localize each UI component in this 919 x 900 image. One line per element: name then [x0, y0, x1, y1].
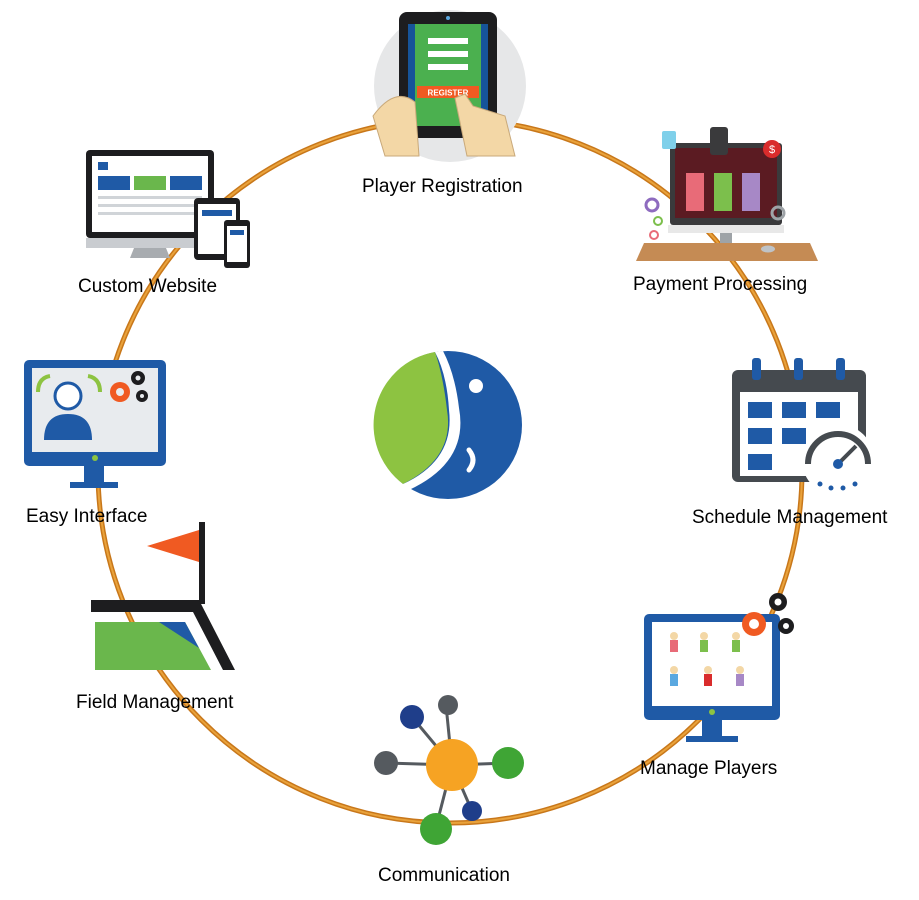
feature-label: Player Registration [362, 176, 523, 197]
feature-schedule-management: Schedule Management [690, 356, 910, 536]
feature-label: Manage Players [640, 758, 778, 779]
tablet-register-icon: REGISTER [372, 10, 526, 162]
circle-swoosh-logo [373, 351, 522, 499]
feature-label: Field Management [76, 692, 234, 713]
feature-field-management: Field Management [75, 520, 255, 720]
feature-easy-interface: Easy Interface [20, 358, 180, 533]
feature-player-registration: REGISTER Player Registration [355, 6, 545, 201]
feature-payment-processing: $ Payment Processing [632, 125, 832, 300]
field-flag-icon [91, 522, 235, 670]
feature-label: Custom Website [78, 276, 218, 297]
feature-manage-players: Manage Players [638, 588, 818, 788]
svg-text:$: $ [769, 144, 775, 156]
feature-custom-website: Custom Website [76, 148, 256, 298]
responsive-devices-icon [86, 150, 250, 268]
feature-label: Communication [378, 865, 510, 886]
players-monitor-icon [644, 593, 794, 742]
feature-label: Easy Interface [26, 506, 148, 527]
register-screen-text: REGISTER [428, 89, 469, 98]
payment-monitor-icon: $ [636, 127, 818, 261]
user-monitor-icon [24, 360, 166, 488]
network-nodes-icon [374, 695, 524, 845]
calendar-gauge-icon [732, 358, 874, 496]
feature-label: Schedule Management [692, 507, 888, 528]
feature-communication: Communication [368, 695, 528, 895]
feature-label: Payment Processing [633, 274, 808, 295]
